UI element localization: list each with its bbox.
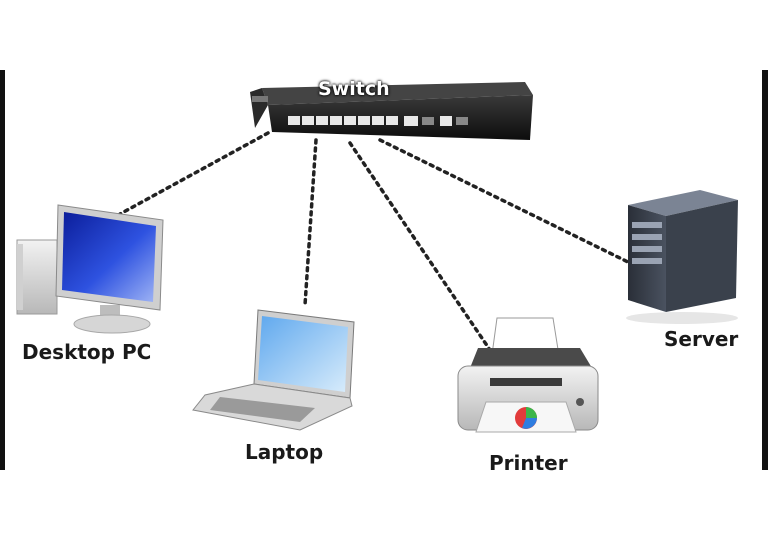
edge-switch-printer (350, 143, 490, 350)
laptop-icon (193, 310, 354, 430)
desktop-pc-label: Desktop PC (22, 340, 151, 364)
connection-lines (120, 133, 628, 350)
edge-switch-desktop (120, 133, 268, 214)
switch-label: Switch (318, 78, 390, 100)
laptop-label: Laptop (245, 440, 323, 464)
printer-label: Printer (489, 451, 568, 475)
network-switch-icon (250, 82, 533, 140)
desktop-pc-icon (17, 205, 163, 333)
server-tower-icon (626, 190, 738, 324)
edge-switch-laptop (305, 140, 316, 305)
server-label: Server (664, 327, 738, 351)
